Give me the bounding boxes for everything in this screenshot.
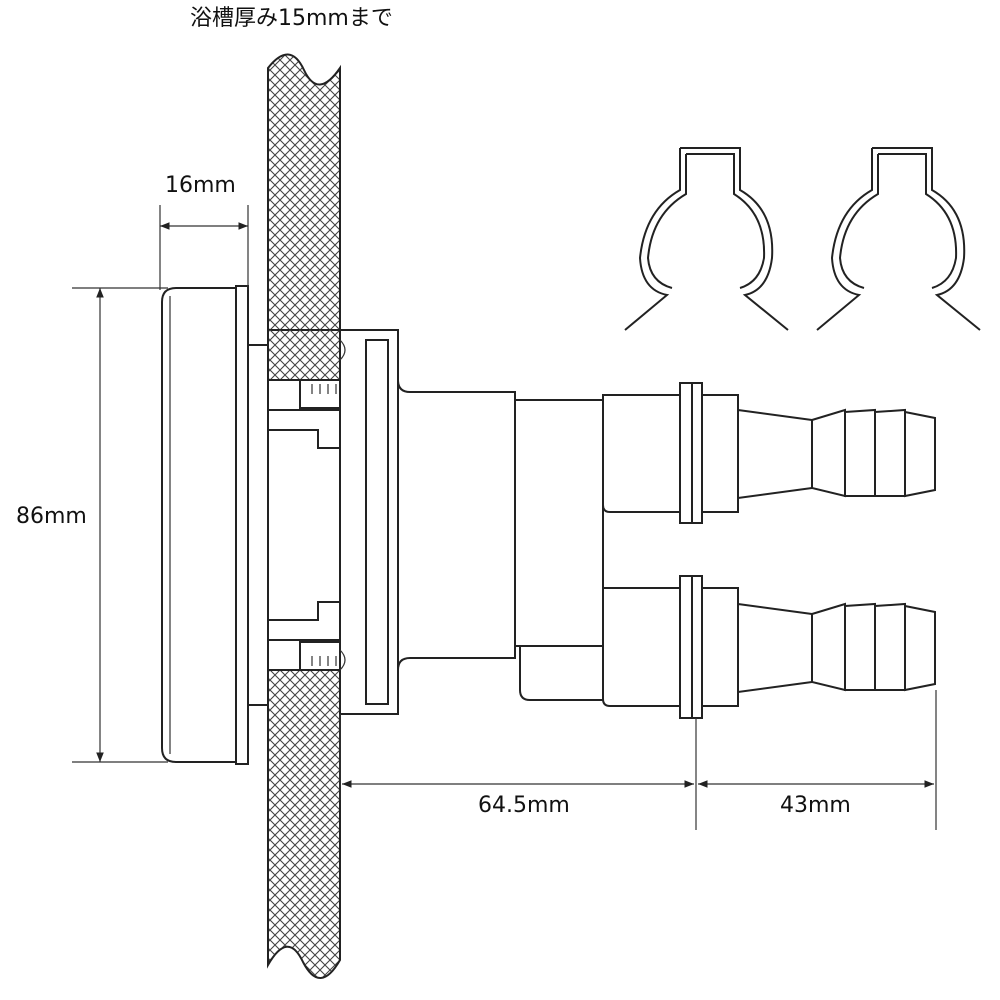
front-cover — [161, 285, 269, 765]
through-body — [267, 379, 341, 671]
upper-outlet — [602, 382, 936, 524]
back-flange — [339, 329, 399, 715]
dimension-64-5mm-label: 64.5mm — [478, 793, 570, 818]
clip-left — [624, 147, 789, 331]
dimension-43mm-label: 43mm — [780, 793, 851, 818]
dimension-86mm: 86mm — [16, 287, 168, 763]
clip-right — [816, 147, 981, 331]
dimension-64-5mm: 64.5mm — [339, 714, 697, 830]
dimension-43mm: 43mm — [698, 690, 937, 830]
main-housing — [397, 379, 604, 701]
title-label: 浴槽厚み15mmまで — [190, 6, 393, 31]
dimension-86mm-label: 86mm — [16, 504, 87, 529]
lower-outlet — [602, 575, 936, 719]
dimension-16mm-label: 16mm — [165, 173, 236, 198]
dimension-16mm: 16mm — [159, 173, 249, 290]
